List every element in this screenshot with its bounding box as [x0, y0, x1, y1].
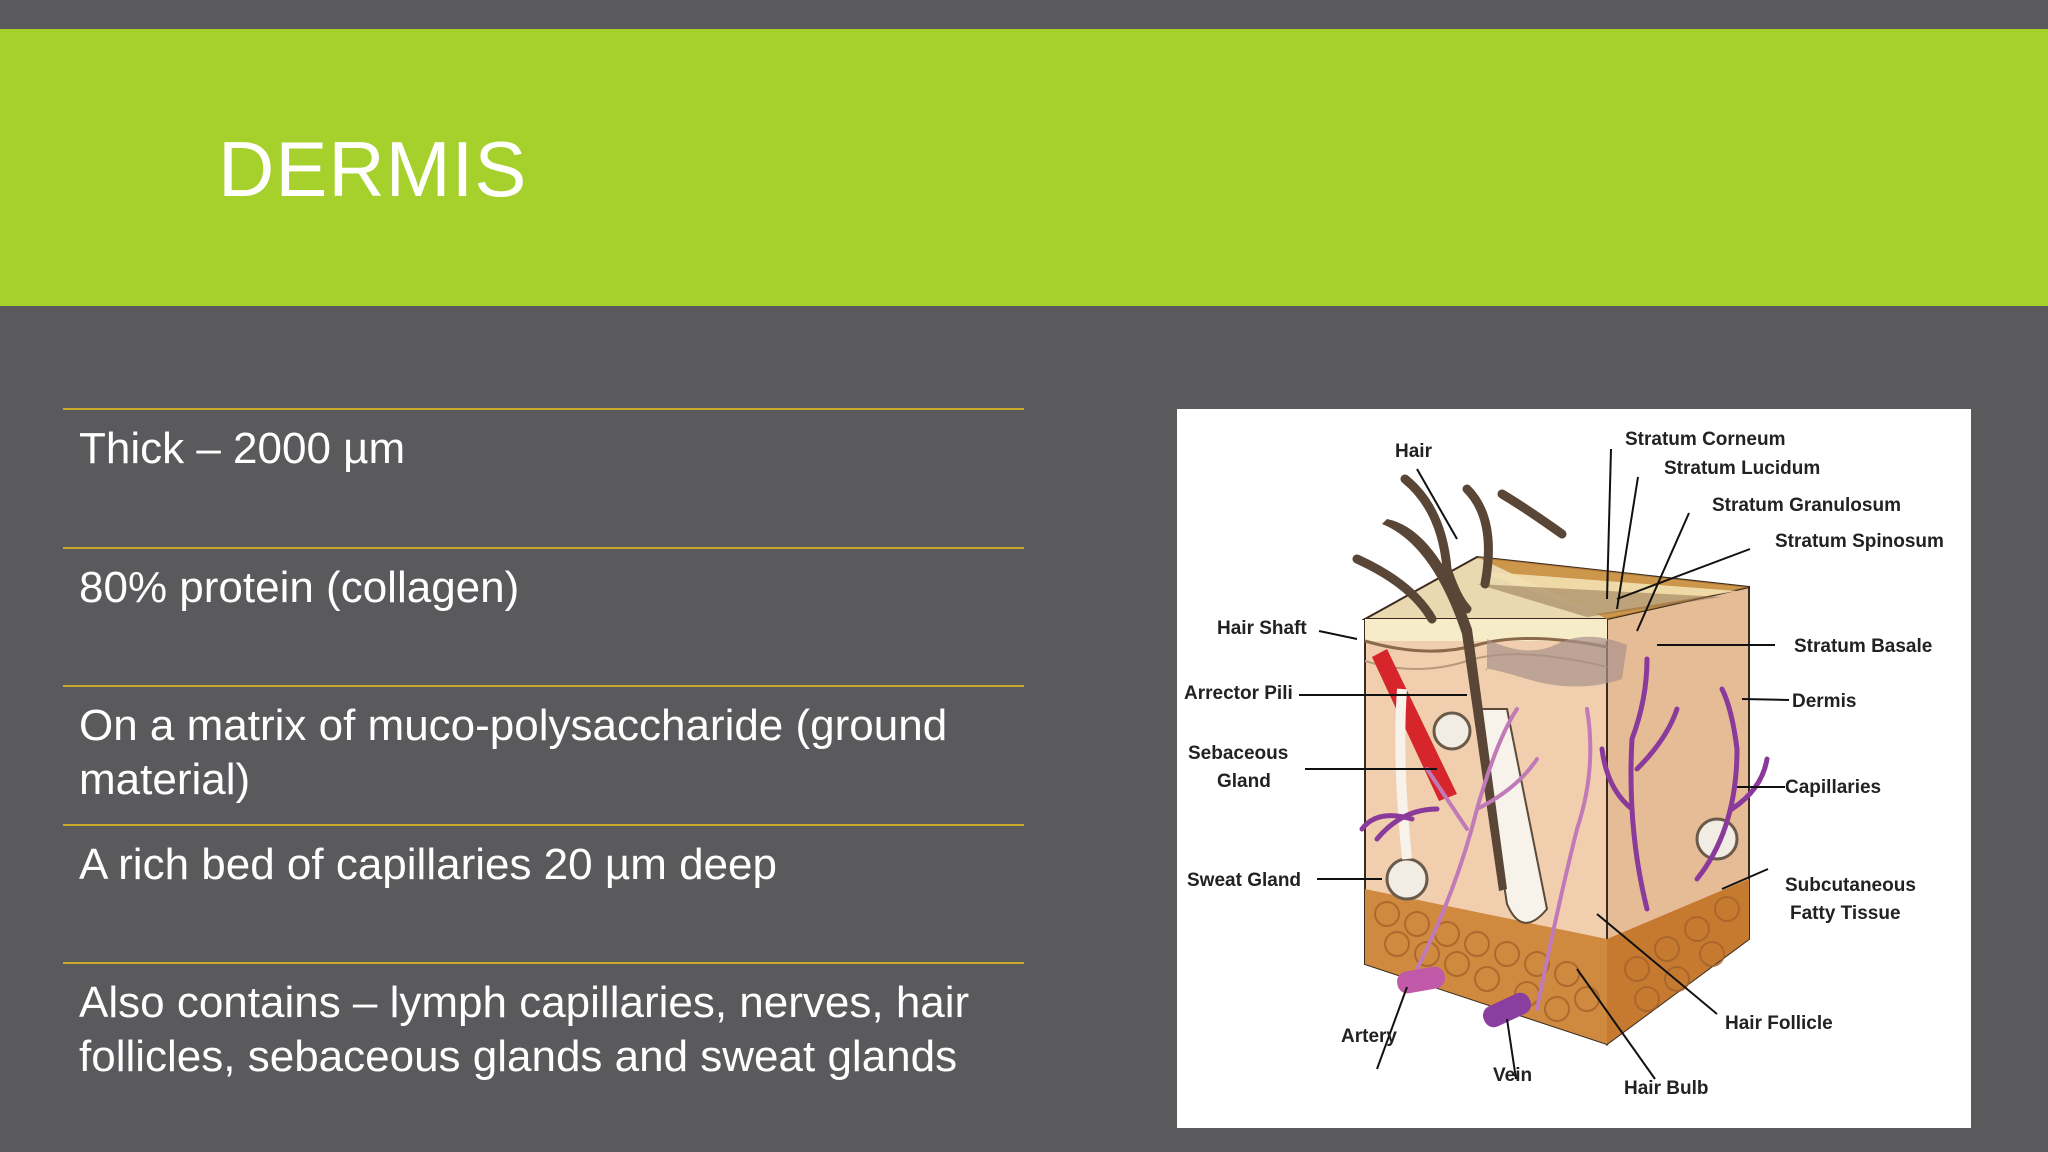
label-stratum-corneum: Stratum Corneum [1625, 429, 1785, 450]
label-artery: Artery [1341, 1026, 1397, 1047]
label-arrector-pili: Arrector Pili [1184, 683, 1293, 704]
label-stratum-spinosum: Stratum Spinosum [1775, 531, 1944, 552]
capillaries-network [1359, 656, 1770, 912]
arrector-pili-muscle [1372, 649, 1457, 801]
skin-diagram-illustration: Hair Stratum Corneum Stratum Lucidum Str… [1184, 429, 1944, 1099]
bullet-row: A rich bed of capillaries 20 µm deep [63, 823, 1024, 963]
bullet-text: Thick – 2000 µm [79, 424, 406, 473]
label-fatty-tissue: Fatty Tissue [1790, 903, 1901, 924]
bullet-row: Thick – 2000 µm [63, 408, 1024, 547]
epidermis-front [1365, 619, 1607, 641]
sebaceous-gland [1432, 711, 1472, 751]
label-hair: Hair [1395, 441, 1433, 462]
label-gland: Gland [1217, 771, 1271, 792]
label-hair-follicle: Hair Follicle [1725, 1013, 1833, 1034]
title-band [0, 29, 2048, 306]
fatty-tissue-side [1607, 879, 1749, 1044]
label-stratum-lucidum: Stratum Lucidum [1664, 458, 1820, 479]
bullet-text: 80% protein (collagen) [79, 562, 520, 612]
label-stratum-granulosum: Stratum Granulosum [1712, 495, 1901, 516]
bullet-text: Also contains – lymph capillaries, nerve… [79, 978, 970, 1081]
bullet-text: On a matrix of muco-polysaccharide (grou… [79, 701, 948, 804]
label-vein: Vein [1493, 1065, 1532, 1086]
label-sweat-gland: Sweat Gland [1187, 870, 1301, 891]
bullet-row: 80% protein (collagen) [63, 546, 1024, 686]
hair-follicle [1475, 708, 1549, 924]
skin-diagram: Hair Stratum Corneum Stratum Lucidum Str… [1177, 409, 1971, 1128]
artery-vessel [1397, 966, 1445, 994]
label-subcutaneous: Subcutaneous [1785, 875, 1916, 896]
label-hair-shaft: Hair Shaft [1217, 618, 1307, 639]
sweat-gland [1385, 857, 1429, 901]
bullet-list: Thick – 2000 µm 80% protein (collagen) O… [63, 408, 1024, 1102]
label-capillaries: Capillaries [1785, 777, 1881, 798]
vein-vessel [1482, 992, 1532, 1028]
bullet-text: A rich bed of capillaries 20 µm deep [79, 839, 777, 889]
bullet-row: On a matrix of muco-polysaccharide (grou… [63, 685, 1024, 824]
label-dermis: Dermis [1792, 691, 1856, 712]
hair-shaft [1382, 519, 1507, 891]
label-sebaceous: Sebaceous [1188, 743, 1288, 764]
label-stratum-basale: Stratum Basale [1794, 636, 1932, 657]
label-hair-bulb: Hair Bulb [1624, 1078, 1708, 1099]
leader-lines [1299, 448, 1790, 1080]
bullet-row: Also contains – lymph capillaries, nerve… [63, 962, 1024, 1102]
slide-title: DERMIS [218, 125, 528, 213]
